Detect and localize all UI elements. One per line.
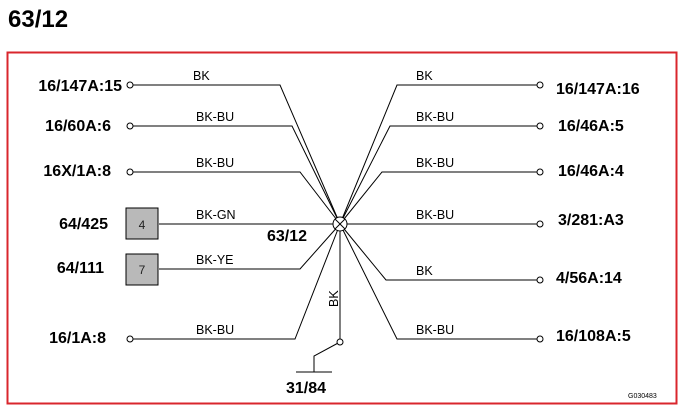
wire-group [130, 84, 540, 373]
terminal-dot [126, 81, 134, 89]
ground-terminal-label: 31/84 [286, 380, 326, 397]
right-terminal-label: 3/281:A3 [558, 212, 624, 229]
wire [339, 125, 540, 225]
wire-color-label: BK-BU [196, 323, 234, 337]
wire-color-label: BK-BU [416, 110, 454, 124]
connector-box [125, 207, 159, 240]
connector-number: 4 [139, 218, 146, 232]
terminal-dot [126, 168, 134, 176]
right-terminal-label: 16/46A:4 [558, 163, 624, 180]
left-terminal-label: 16/1A:8 [49, 330, 106, 347]
connector-boxes: 4 7 [125, 207, 159, 286]
wire-color-label: BK-BU [196, 156, 234, 170]
connector-box [125, 253, 159, 286]
page-title: 63/12 [8, 6, 68, 33]
ground-wire-label: BK [327, 290, 341, 307]
wire [339, 223, 540, 281]
wire-labels: BK BK-BU BK-BU BK-GN BK-YE BK-BU BK BK-B… [193, 69, 454, 337]
splice-node [332, 216, 348, 232]
terminal-dots [126, 81, 544, 346]
left-terminal-label: 64/425 [59, 216, 108, 233]
left-terminal-label: 16/147A:15 [38, 78, 122, 95]
left-terminal-group: 16/147A:15 16/60A:6 16X/1A:8 64/425 64/1… [38, 78, 122, 347]
wire [130, 171, 341, 225]
wire-color-label: BK [193, 69, 210, 83]
terminal-dot [536, 122, 544, 130]
right-terminal-label: 4/56A:14 [556, 270, 622, 287]
wire [339, 84, 540, 225]
terminal-dot [536, 335, 544, 343]
wire-color-label: BK-BU [196, 110, 234, 124]
terminal-dot [536, 220, 544, 228]
right-terminal-label: 16/147A:16 [556, 81, 640, 98]
wire-color-label: BK [416, 69, 433, 83]
wire-color-label: BK-GN [196, 208, 236, 222]
wire [339, 171, 540, 225]
wire-color-label: BK-BU [416, 208, 454, 222]
right-terminal-label: 16/108A:5 [556, 328, 631, 345]
terminal-dot [536, 276, 544, 284]
connector-number: 7 [139, 263, 146, 277]
terminal-dot [126, 335, 134, 343]
left-terminal-label: 16X/1A:8 [43, 163, 111, 180]
terminal-dot [536, 168, 544, 176]
drawing-code: G030483 [628, 393, 657, 400]
wire-color-label: BK-BU [416, 323, 454, 337]
wire [130, 125, 341, 225]
wire-color-label: BK-BU [416, 156, 454, 170]
wire-color-label: BK [416, 264, 433, 278]
terminal-dot [336, 338, 344, 346]
terminal-dot [536, 81, 544, 89]
wire [130, 223, 341, 340]
right-terminal-label: 16/46A:5 [558, 118, 624, 135]
wire [339, 223, 540, 340]
wire-color-label: BK-YE [196, 253, 234, 267]
terminal-dot [126, 122, 134, 130]
diagram-frame [6, 51, 678, 405]
splice-node-label: 63/12 [267, 228, 307, 245]
wire [159, 223, 341, 270]
splice-node-cross [334, 218, 346, 230]
ground-switch [313, 341, 341, 372]
left-terminal-label: 16/60A:6 [45, 118, 111, 135]
left-terminal-label: 64/111 [57, 260, 104, 277]
wire [130, 84, 341, 225]
right-terminal-group: 16/147A:16 16/46A:5 16/46A:4 3/281:A3 4/… [556, 81, 640, 345]
